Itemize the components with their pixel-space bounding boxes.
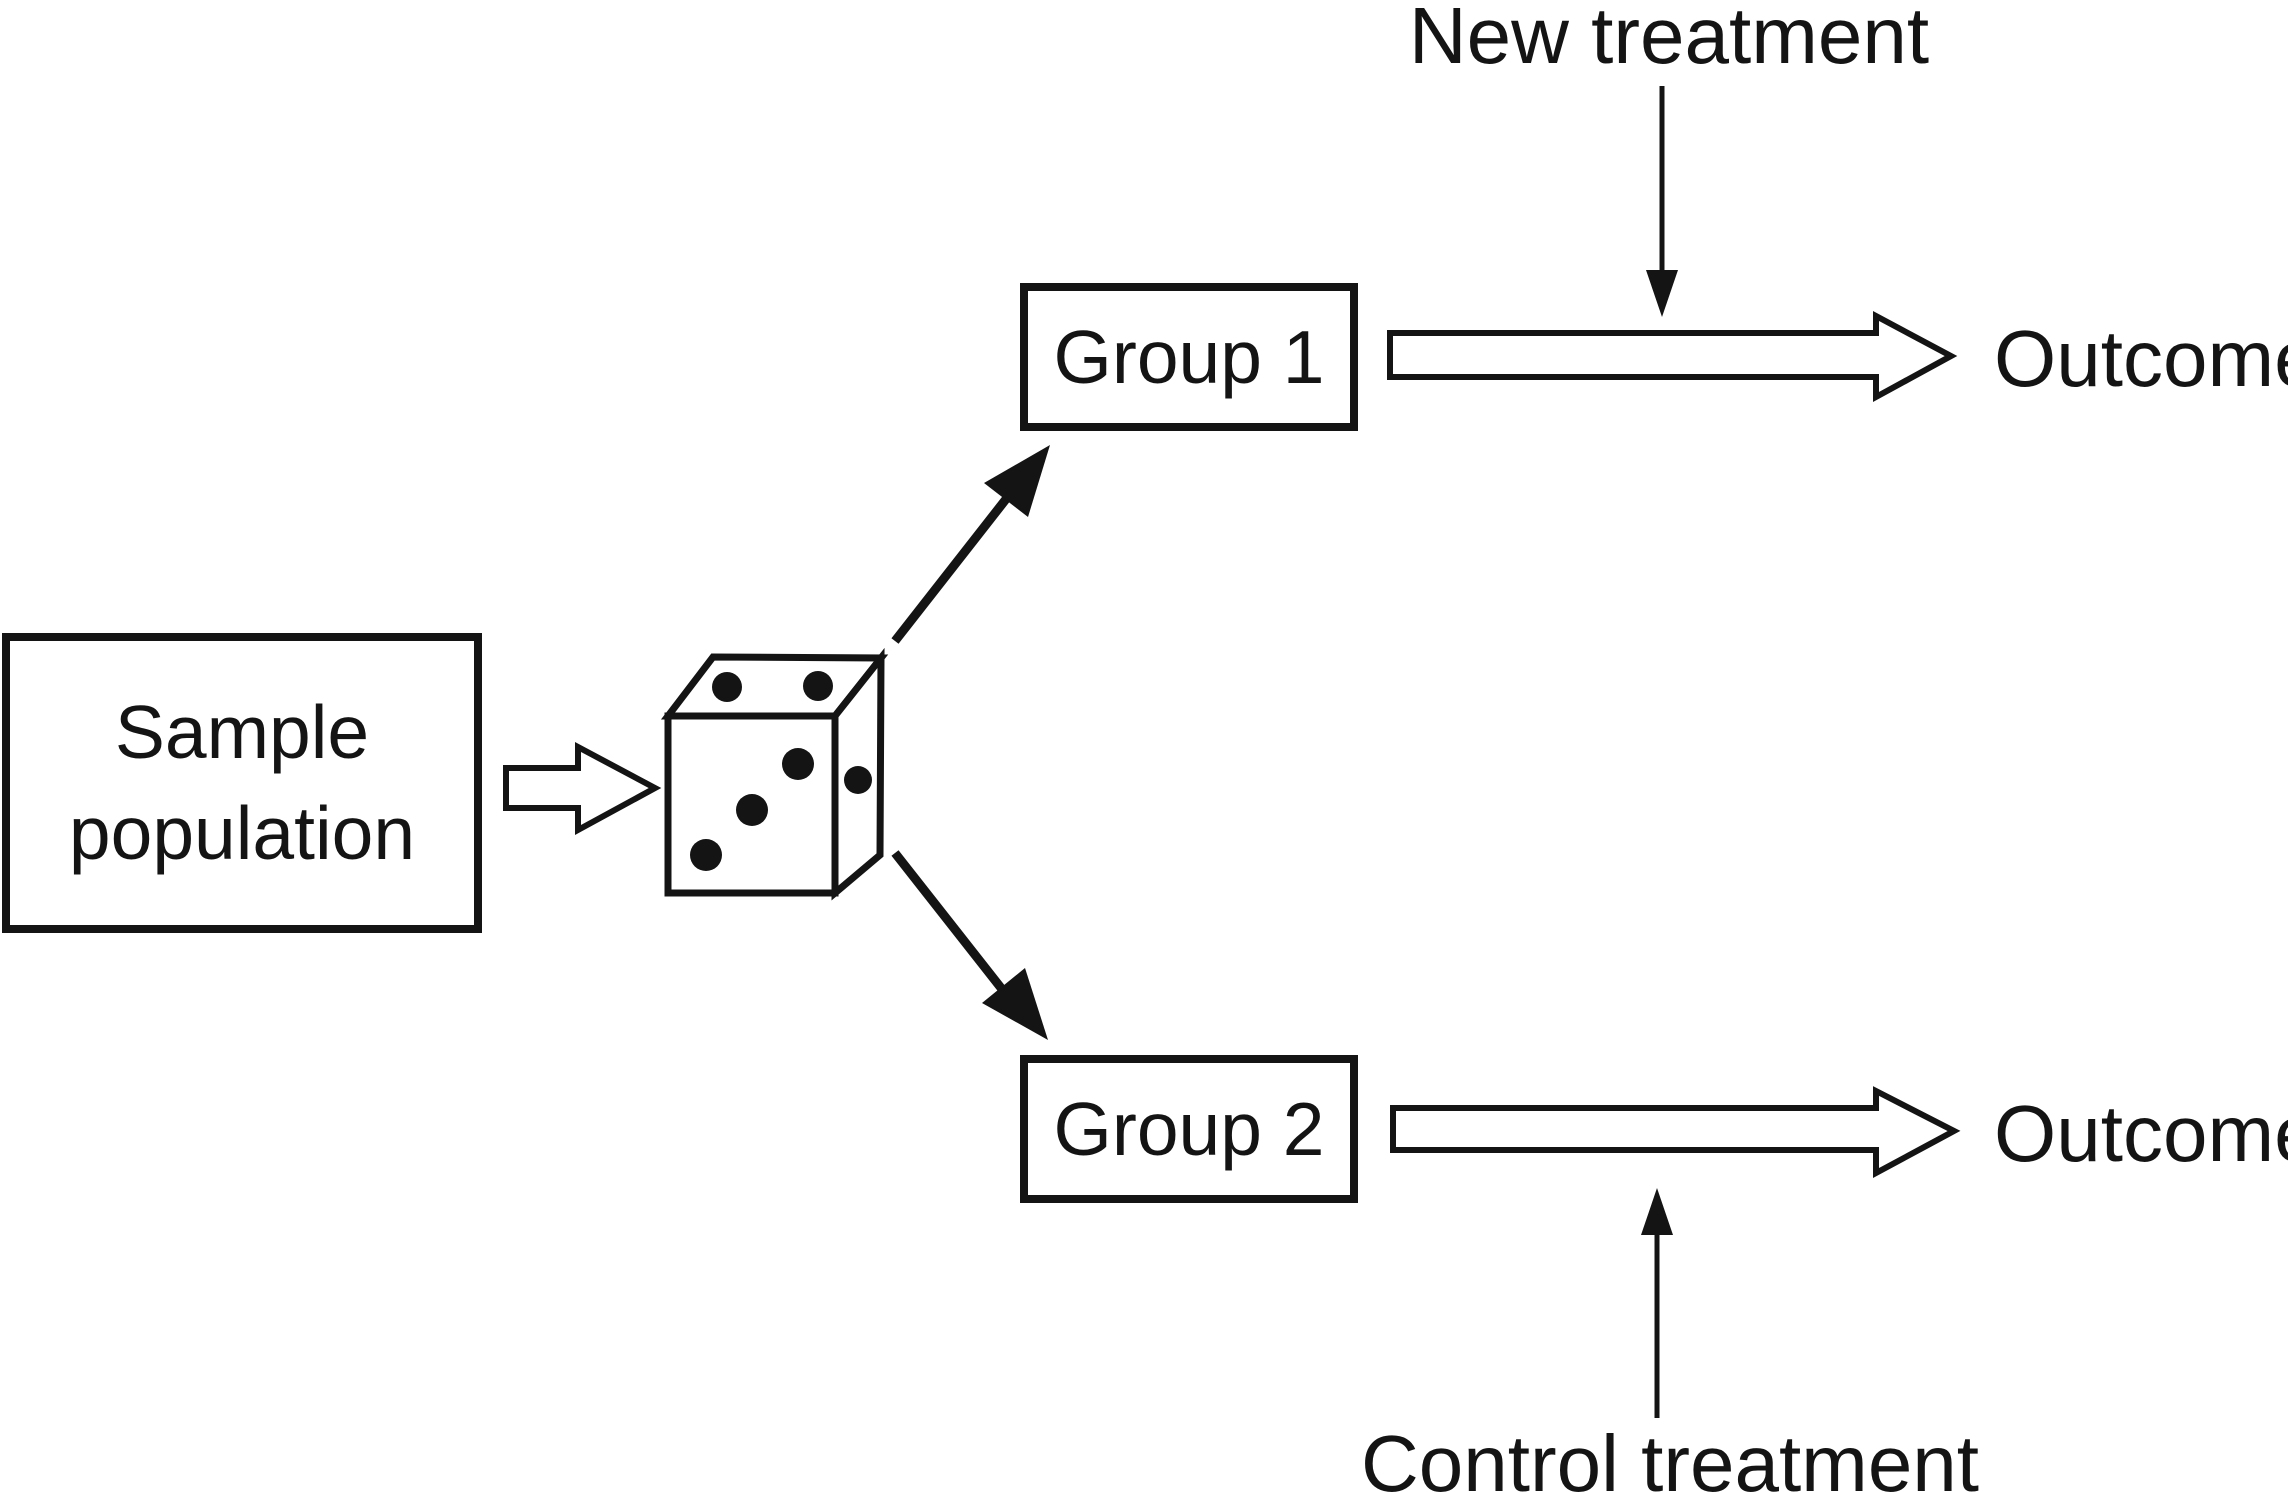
dice-pips (690, 671, 872, 871)
sample-population-box: Sample population (2, 633, 482, 933)
control-treatment-label: Control treatment (1360, 1419, 1980, 1492)
randomize-arrow-to-group2-icon (891, 850, 1048, 1040)
sample-population-label: Sample population (68, 689, 416, 875)
new-treatment-arrow-icon (1646, 86, 1678, 317)
dice-icon (660, 647, 889, 901)
group-2-label: Group 2 (1053, 1087, 1325, 1171)
outcome-bottom-label: Outcome (1994, 1089, 2288, 1178)
control-treatment-arrow-icon (1641, 1188, 1673, 1418)
flow-arrow-group1-to-outcome-icon (1387, 311, 1958, 403)
flow-arrow-sample-to-dice-icon (503, 742, 662, 836)
new-treatment-label: New treatment (1408, 0, 1930, 80)
flow-arrow-group2-to-outcome-icon (1390, 1086, 1961, 1179)
outcome-top-label: Outcome (1994, 314, 2288, 403)
group-1-label: Group 1 (1053, 315, 1325, 399)
group-2-box: Group 2 (1020, 1055, 1358, 1203)
group-1-box: Group 1 (1020, 283, 1358, 431)
randomize-arrow-to-group1-icon (891, 445, 1050, 644)
